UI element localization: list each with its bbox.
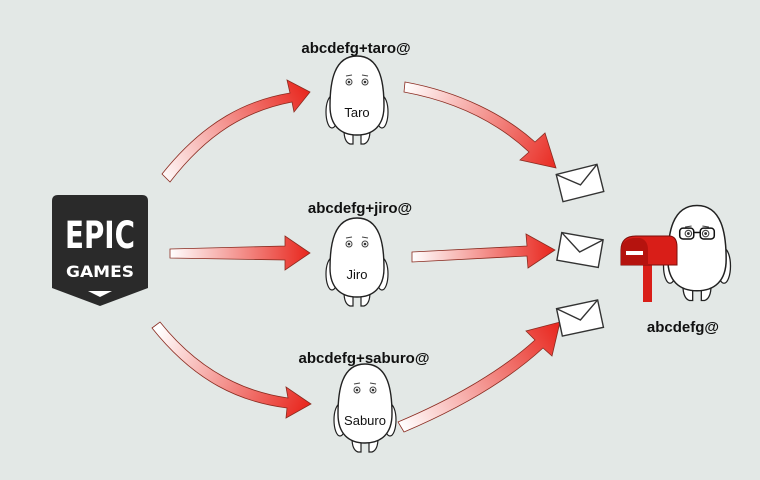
person-taro: Taro bbox=[325, 55, 389, 145]
arrow-saburo-to-mail bbox=[397, 321, 561, 433]
arrow-jiro-to-mail bbox=[411, 233, 556, 269]
mailbox-post bbox=[643, 262, 652, 302]
envelope-icon bbox=[555, 163, 605, 203]
mailbox-slot bbox=[626, 251, 643, 255]
arrow-taro-to-mail bbox=[403, 81, 557, 169]
person-jiro: Jiro bbox=[325, 217, 389, 307]
receiver-address: abcdefg@ bbox=[647, 319, 719, 336]
alias-address-saburo: abcdefg+saburo@ bbox=[299, 350, 430, 367]
person-saburo: Saburo bbox=[333, 363, 397, 453]
envelope-icon bbox=[556, 231, 604, 269]
logo-chevron bbox=[88, 291, 112, 297]
logo-epic-text: EPIC bbox=[65, 214, 135, 257]
logo-games-text: GAMES bbox=[66, 262, 134, 281]
person-name-saburo: Saburo bbox=[344, 413, 386, 428]
mailbox-icon bbox=[620, 235, 678, 302]
arrow-to-taro bbox=[161, 79, 311, 183]
envelope-icon bbox=[555, 299, 605, 337]
epic-games-logo: EPIC GAMES bbox=[52, 195, 148, 306]
person-name-jiro: Jiro bbox=[347, 267, 368, 282]
person-name-taro: Taro bbox=[344, 105, 369, 120]
arrow-to-jiro bbox=[169, 235, 311, 271]
alias-address-taro: abcdefg+taro@ bbox=[301, 40, 410, 57]
alias-address-jiro: abcdefg+jiro@ bbox=[308, 200, 412, 217]
glasses-icon bbox=[678, 227, 716, 240]
logo-shield bbox=[52, 195, 148, 306]
person-receiver bbox=[662, 204, 732, 302]
arrow-to-saburo bbox=[151, 321, 312, 419]
